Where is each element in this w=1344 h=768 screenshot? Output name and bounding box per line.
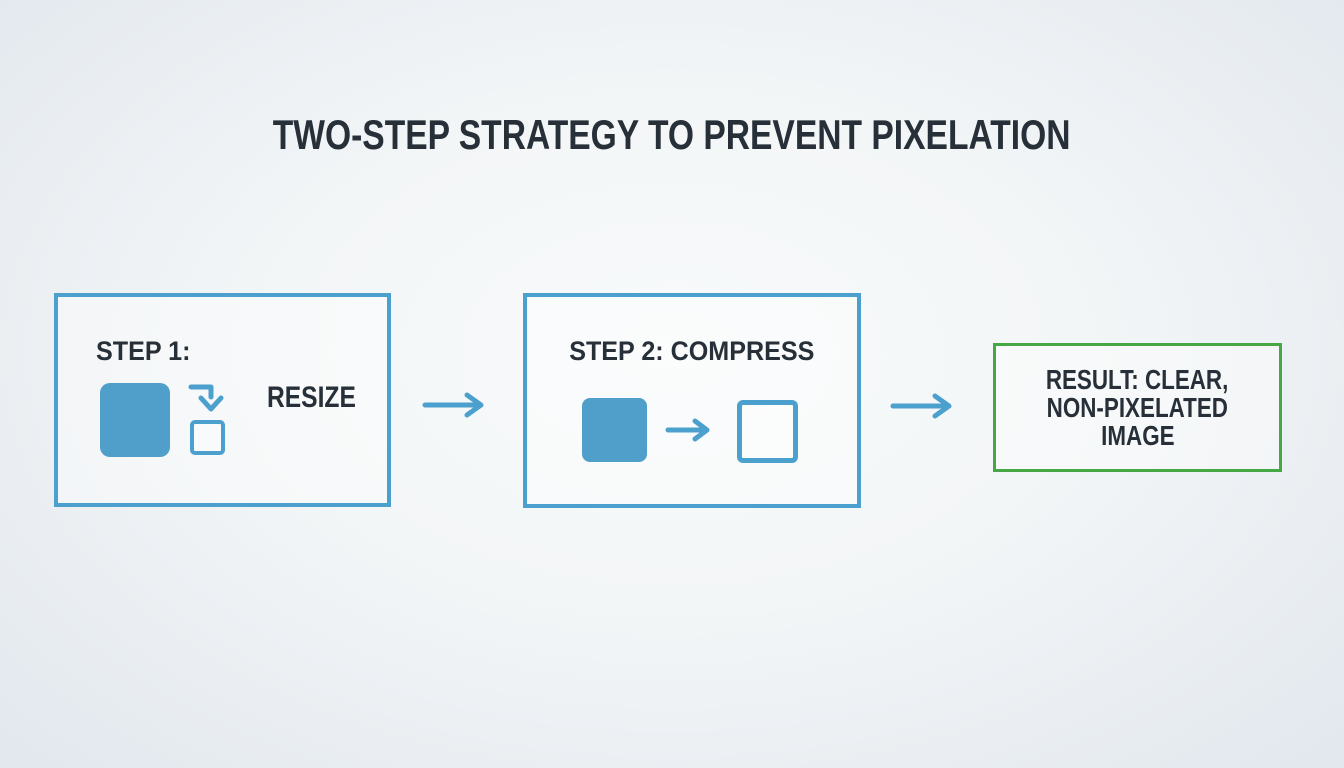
result-text-line: IMAGE [1100,419,1175,451]
result-text-line: RESULT: CLEAR, [1046,363,1229,395]
small-image-square [190,420,225,455]
step2-box: STEP 2: COMPRESS [523,293,861,508]
step1-label: STEP 1: [96,336,191,366]
result-box: RESULT: CLEAR, NON-PIXELATED IMAGE [993,343,1282,472]
compressed-image-square [737,400,798,463]
original-image-square [582,398,647,462]
step2-label: STEP 2: COMPRESS [527,338,857,365]
step1-caption: RESIZE [267,381,356,414]
result-text-line: NON-PIXELATED [1046,391,1229,423]
compress-right-arrow-icon [665,418,710,442]
page-title-text: TWO-STEP STRATEGY TO PREVENT PIXELATION [273,111,1071,158]
step1-box: STEP 1: RESIZE [54,293,391,507]
large-image-square [100,383,170,457]
step2-label-text: STEP 2: COMPRESS [569,336,815,366]
page-title: TWO-STEP STRATEGY TO PREVENT PIXELATION [0,114,1344,156]
shrink-elbow-arrow-icon [188,384,224,412]
flow-right-arrow-icon [422,392,484,418]
flow-right-arrow-icon [890,393,952,419]
